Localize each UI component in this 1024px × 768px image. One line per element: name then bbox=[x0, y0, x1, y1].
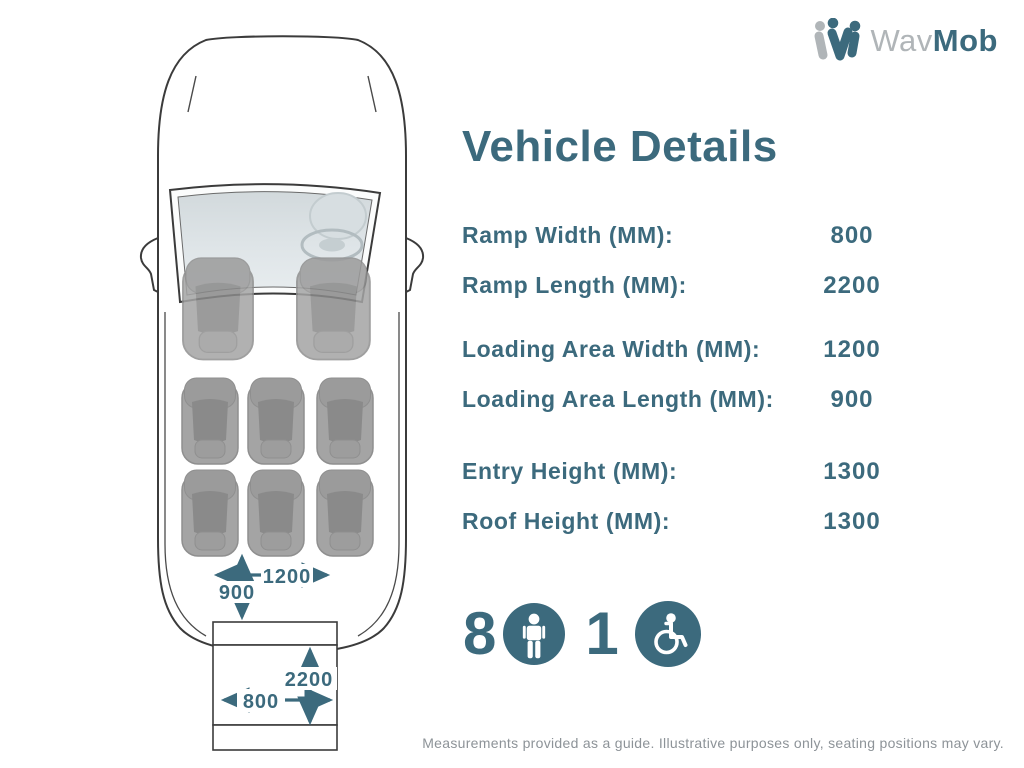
logo-text-mob: Mob bbox=[932, 23, 998, 58]
wheelchair-count: 1 bbox=[585, 600, 619, 667]
loading-width-value: 1200 bbox=[263, 566, 312, 588]
door-line-right bbox=[357, 312, 400, 637]
spec-label: Ramp Width (MM): bbox=[462, 222, 674, 248]
spec-row-loading-length: Loading Area Length (MM): 900 bbox=[462, 386, 902, 414]
seat bbox=[182, 257, 254, 361]
bonnet-crease-right bbox=[367, 75, 377, 113]
door-line-left bbox=[164, 312, 207, 637]
driver-headrest-through-glass bbox=[309, 192, 367, 240]
wavmob-logo-text: WavMob bbox=[870, 23, 998, 59]
vehicle-top-view-diagram: 1200 900 2200 800 bbox=[139, 35, 425, 751]
ramp-length-value: 2200 bbox=[285, 669, 334, 691]
seat bbox=[247, 377, 305, 465]
bonnet-crease-left bbox=[187, 75, 197, 113]
spec-row-ramp-width: Ramp Width (MM): 800 bbox=[462, 222, 902, 250]
person-icon bbox=[503, 603, 566, 665]
ramp-width-value: 800 bbox=[243, 691, 279, 713]
spec-row-entry-height: Entry Height (MM): 1300 bbox=[462, 458, 902, 486]
seated-count: 8 bbox=[463, 600, 497, 667]
spec-label: Roof Height (MM): bbox=[462, 508, 671, 534]
spec-row-roof-height: Roof Height (MM): 1300 bbox=[462, 508, 902, 536]
spec-label: Loading Area Length (MM): bbox=[462, 386, 774, 412]
seat bbox=[316, 469, 374, 557]
ramp-measurements: 2200 800 bbox=[220, 646, 337, 726]
loading-area-measurements: 1200 900 bbox=[213, 553, 331, 621]
spec-value: 1300 bbox=[823, 458, 881, 485]
spec-row-loading-width: Loading Area Width (MM): 1200 bbox=[462, 336, 902, 364]
spec-value: 2200 bbox=[823, 272, 881, 299]
spec-value: 1200 bbox=[823, 336, 881, 363]
spec-table: Ramp Width (MM): 800 Ramp Length (MM): 2… bbox=[462, 222, 902, 536]
right-mirror bbox=[405, 236, 425, 294]
wavmob-logo: WavMob bbox=[811, 18, 998, 64]
spec-label: Entry Height (MM): bbox=[462, 458, 678, 484]
loading-length-value: 900 bbox=[219, 582, 255, 604]
spec-value: 800 bbox=[830, 222, 874, 249]
seat bbox=[247, 469, 305, 557]
disclaimer-text: Measurements provided as a guide. Illust… bbox=[422, 735, 1004, 751]
page-title: Vehicle Details bbox=[462, 122, 778, 171]
seat bbox=[181, 469, 239, 557]
left-mirror bbox=[139, 236, 159, 294]
wavmob-logo-icon bbox=[814, 18, 861, 61]
seat bbox=[316, 377, 374, 465]
logo-text-wav: Wav bbox=[870, 23, 933, 58]
spec-label: Ramp Length (MM): bbox=[462, 272, 687, 298]
spec-value: 900 bbox=[830, 386, 874, 413]
wheelchair-icon bbox=[634, 601, 701, 667]
capacity-summary: 8 1 bbox=[463, 594, 701, 674]
seat bbox=[296, 257, 371, 361]
spec-row-ramp-length: Ramp Length (MM): 2200 bbox=[462, 272, 902, 300]
seat bbox=[181, 377, 239, 465]
spec-label: Loading Area Width (MM): bbox=[462, 336, 761, 362]
spec-value: 1300 bbox=[823, 508, 881, 535]
